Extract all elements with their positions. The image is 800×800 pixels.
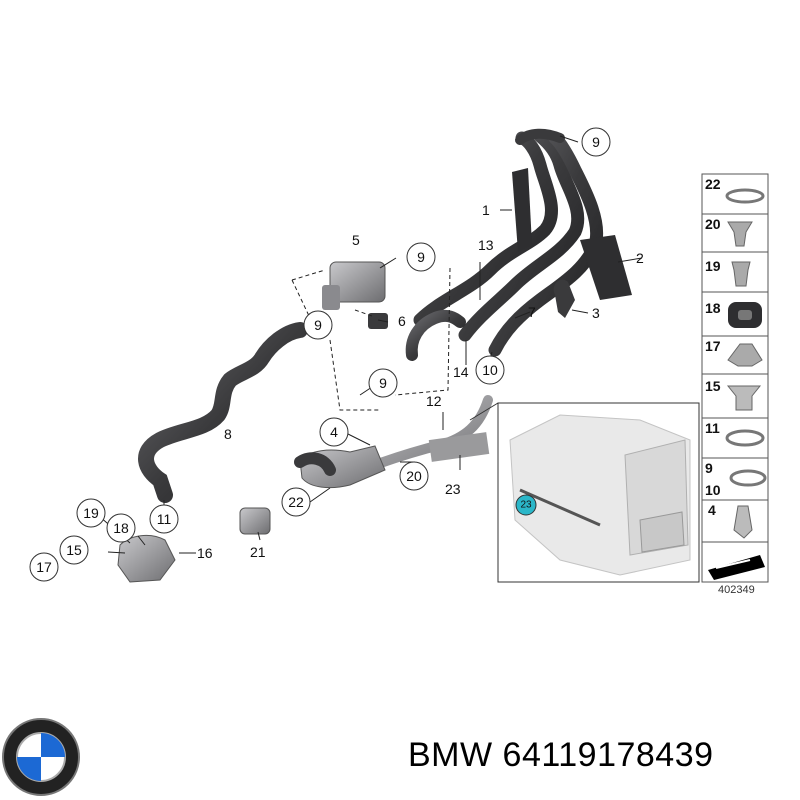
valve-4-hose [294, 452, 336, 476]
legend-column: 22 20 19 18 17 15 11 9 10 4 [701, 173, 769, 583]
valve-5 [329, 261, 386, 303]
hose-13b [458, 129, 585, 342]
label-13: 13 [478, 237, 494, 253]
part-title: BMW 64119178439 [408, 736, 714, 775]
legend-label-17: 17 [705, 338, 721, 354]
label-5: 5 [352, 232, 360, 248]
inset-pipe [519, 488, 601, 527]
callout-label: 11 [157, 511, 172, 527]
spring-clamp-icon [725, 429, 765, 447]
hose-top [515, 128, 565, 145]
callout-label: 10 [482, 362, 498, 378]
callout-label: 9 [314, 317, 322, 333]
brand-name: BMW [408, 736, 493, 774]
callout-9-bottom: 9 [368, 368, 398, 398]
label-3: 3 [592, 305, 600, 321]
callout-label: 4 [330, 424, 338, 440]
pump-16 [117, 534, 176, 583]
callout-label: 9 [417, 249, 425, 265]
pad-23 [428, 432, 490, 462]
label-2: 2 [636, 250, 644, 266]
guide-lines [291, 267, 451, 411]
sleeve-21 [239, 507, 271, 535]
callout-18: 18 [106, 513, 136, 543]
label-14: 14 [453, 364, 469, 380]
legend-label-22: 22 [705, 176, 721, 192]
callout-label: 9 [379, 375, 387, 391]
legend-label-15: 15 [705, 378, 721, 394]
callout-label: 19 [83, 505, 99, 521]
rubber-mount-icon [726, 385, 762, 411]
callout-label: 9 [592, 134, 600, 150]
callout-11: 11 [149, 504, 179, 534]
label-6: 6 [398, 313, 406, 329]
label-16: 16 [197, 545, 213, 561]
callout-9-top: 9 [581, 127, 611, 157]
push-rivet-icon [731, 261, 751, 287]
hose-short [405, 309, 466, 361]
label-12: 12 [426, 393, 442, 409]
valve-5-stub [322, 285, 340, 310]
callout-label: 15 [66, 542, 82, 558]
legend-label-20: 20 [705, 216, 721, 232]
arrow-direction-icon [708, 555, 765, 580]
callout-22: 22 [281, 487, 311, 517]
spring-clip-icon [729, 469, 767, 487]
grommet-6 [368, 313, 388, 329]
legend-label-9: 9 [705, 460, 713, 476]
legend-label-11: 11 [705, 420, 720, 436]
legend-label-18: 18 [705, 300, 721, 316]
callout-17: 17 [29, 552, 59, 582]
label-23: 23 [445, 481, 461, 497]
callout-10: 10 [475, 355, 505, 385]
hose-13a [413, 131, 558, 327]
callout-19: 19 [76, 498, 106, 528]
hose-clamp-icon [725, 188, 765, 204]
callout-20: 20 [399, 461, 429, 491]
callout-9-left: 9 [303, 310, 333, 340]
hose-8 [138, 322, 308, 503]
callout-label: 18 [113, 520, 129, 536]
expanding-rivet-icon [727, 221, 753, 247]
legend-label-4: 4 [708, 502, 716, 518]
clip-bracket-icon [727, 343, 763, 367]
callout-15: 15 [59, 535, 89, 565]
label-8: 8 [224, 426, 232, 442]
clip-3 [553, 279, 575, 318]
bracket-1 [512, 168, 532, 252]
inset-grille [639, 511, 685, 553]
callout-label: 17 [36, 559, 52, 575]
part-number: 64119178439 [502, 736, 714, 774]
diagram-id: 402349 [718, 584, 755, 596]
plastic-nut-icon [733, 505, 753, 539]
callout-label: 20 [406, 468, 422, 484]
inset-view: 23 [469, 402, 700, 583]
bmw-logo [2, 718, 80, 796]
legend-label-10: 10 [705, 482, 721, 498]
label-21: 21 [250, 544, 266, 560]
inset-callout-label: 23 [520, 500, 532, 511]
bracket-2 [580, 235, 632, 300]
callout-4: 4 [319, 417, 349, 447]
legend-label-19: 19 [705, 258, 721, 274]
callout-9-mid: 9 [406, 242, 436, 272]
inset-callout-23 [515, 494, 537, 516]
label-7: 7 [528, 304, 536, 320]
callout-label: 22 [288, 494, 304, 510]
label-1: 1 [482, 202, 490, 218]
